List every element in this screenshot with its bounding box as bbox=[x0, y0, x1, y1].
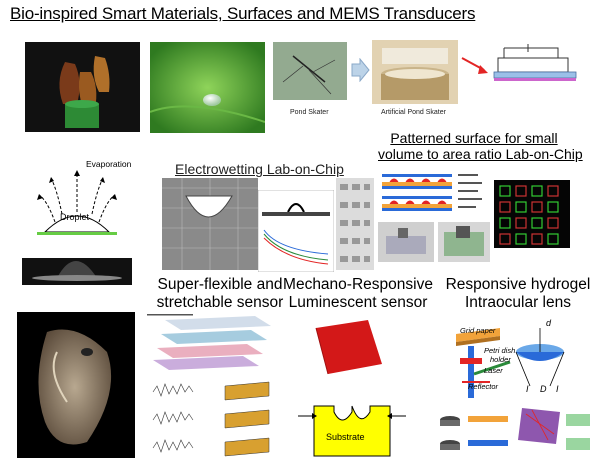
electrowetting-micrograph bbox=[162, 178, 258, 270]
flexible-heading-line1: Super-flexible and bbox=[157, 276, 283, 293]
flexible-heading-line2: stretchable sensor bbox=[156, 294, 284, 311]
D-label: D bbox=[540, 384, 547, 394]
mechano-sensor-heading: Mechano-Responsive Luminescent sensor bbox=[278, 276, 438, 312]
holder-label: holder bbox=[490, 355, 511, 364]
electrowetting-chart bbox=[257, 189, 335, 273]
io-label: I bbox=[556, 384, 559, 394]
flexible-sensor-graphs bbox=[145, 378, 277, 460]
evaporation-label: Evaporation bbox=[86, 159, 132, 169]
hydrogel-heading-line1: Responsive hydrogel bbox=[445, 276, 591, 293]
patterned-surface-heading: Patterned surface for small volume to ar… bbox=[378, 130, 583, 162]
droplet-evaporation-diagram bbox=[17, 160, 137, 285]
ic-label: I bbox=[526, 384, 529, 394]
pond-skater-caption: Pond Skater bbox=[290, 109, 329, 116]
mechano-heading-line2: Luminescent sensor bbox=[288, 294, 428, 311]
hydrogel-lens-heading: Responsive hydrogel Intraocular lens bbox=[440, 276, 596, 312]
electrowetting-heading: Electrowetting Lab-on-Chip bbox=[175, 161, 344, 177]
chip-device-photo-2 bbox=[438, 222, 490, 262]
fluorescent-array-image bbox=[494, 180, 570, 248]
actuator-diagram bbox=[458, 30, 598, 115]
hydrogel-lens-panel bbox=[436, 404, 596, 462]
flexible-sensor-heading: Super-flexible and stretchable sensor bbox=[140, 276, 300, 312]
substrate-label: Substrate bbox=[326, 432, 365, 442]
artificial-pond-skater-graphic bbox=[372, 40, 458, 104]
petri-dish-label: Petri dish bbox=[484, 346, 516, 355]
hydrogel-heading-line2: Intraocular lens bbox=[465, 294, 571, 311]
page-title: Bio-inspired Smart Materials, Surfaces a… bbox=[10, 4, 476, 23]
laser-label: Laser bbox=[484, 366, 503, 375]
chip-device-photo-1 bbox=[378, 222, 434, 262]
luminescent-sensor-image bbox=[310, 318, 386, 376]
pond-skater-photo bbox=[273, 42, 347, 100]
electrode-array-image bbox=[336, 178, 374, 270]
arrow-right-icon bbox=[350, 57, 370, 87]
lotus-leaf-graphic bbox=[150, 42, 265, 133]
droplet-label: Droplet bbox=[60, 212, 90, 222]
lotus-leaf-photo bbox=[150, 42, 265, 133]
artificial-pond-skater-caption: Artificial Pond Skater bbox=[381, 109, 446, 116]
pond-skater-graphic bbox=[273, 42, 347, 100]
patterned-heading-line1: Patterned surface for small bbox=[390, 130, 558, 146]
patterned-surface-schematic bbox=[380, 168, 490, 220]
substrate-diagram bbox=[292, 398, 412, 460]
flexible-sensor-layers bbox=[145, 312, 277, 376]
mechano-heading-line1: Mechano-Responsive bbox=[283, 276, 433, 293]
artificial-pond-skater-photo bbox=[372, 40, 458, 104]
grid-paper-label: Grid paper bbox=[460, 326, 496, 335]
patterned-heading-line2: volume to area ratio Lab-on-Chip bbox=[378, 146, 583, 162]
reflector-label: Reflector bbox=[468, 382, 499, 391]
cuttlefish-photo bbox=[17, 312, 135, 458]
d-label: d bbox=[546, 318, 552, 328]
pitcher-plant-photo bbox=[25, 42, 140, 132]
hydrogel-lens-diagram bbox=[430, 318, 580, 400]
pitcher-plant-graphic bbox=[25, 42, 140, 132]
